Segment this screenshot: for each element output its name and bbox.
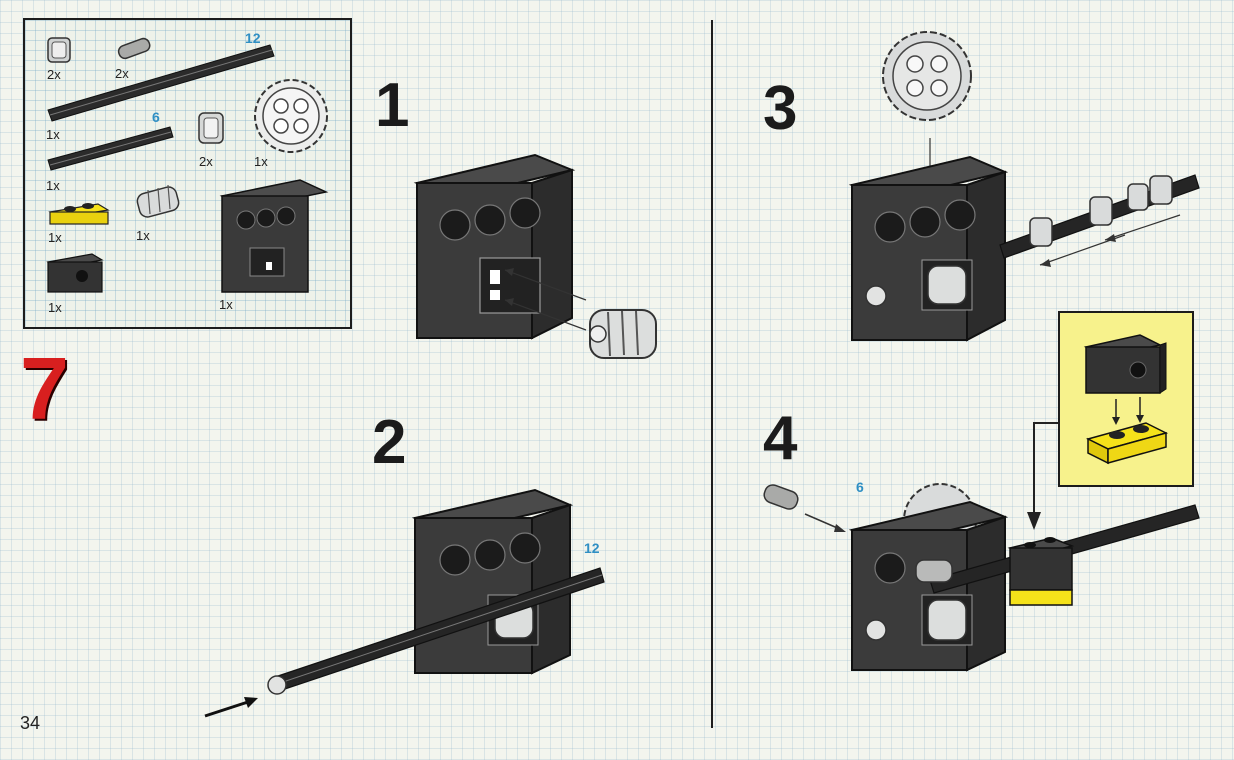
gearbox-part-icon (219, 179, 329, 293)
inset-art (1083, 334, 1169, 465)
qty-brick: 1x (48, 300, 62, 315)
step-number-1: 1 (375, 71, 410, 140)
step-number-4: 4 (763, 404, 798, 473)
column-divider (711, 20, 713, 728)
length-12-label: 12 (245, 30, 261, 46)
gear-24-icon (254, 79, 328, 153)
page-step-number: 7 (20, 339, 69, 438)
step2-illustration (204, 488, 605, 718)
qty-worm: 1x (136, 228, 150, 243)
bush-icon (47, 37, 71, 63)
length-6-label: 6 (152, 109, 160, 125)
qty-axle-6: 1x (46, 178, 60, 193)
step-number-2: 2 (372, 408, 407, 477)
step4-illustration (763, 422, 1200, 672)
qty-gearbox: 1x (219, 297, 233, 312)
step4-axle-length: 6 (856, 479, 864, 495)
qty-bush: 2x (47, 67, 61, 82)
step2-axle-length: 12 (584, 540, 600, 556)
qty-half-bush: 2x (199, 154, 213, 169)
qty-plate: 1x (48, 230, 62, 245)
worm-gear-icon (136, 184, 180, 218)
page-number: 34 (20, 713, 41, 733)
inset-technic-brick-icon (1083, 334, 1167, 394)
axle-12-icon (47, 44, 275, 122)
yellow-plate-icon (48, 203, 110, 225)
axle-6-icon (47, 126, 174, 171)
inset-yellow-plate-icon (1085, 422, 1169, 465)
step4-inset-box (1058, 311, 1194, 487)
step3-illustration (848, 31, 1200, 342)
qty-axle-12: 1x (46, 127, 60, 142)
qty-pin: 2x (115, 66, 129, 81)
half-bush-icon (198, 112, 224, 144)
pin-icon (117, 37, 151, 60)
qty-gear: 1x (254, 154, 268, 169)
technic-brick-icon (46, 253, 104, 293)
step-number-3: 3 (763, 74, 798, 143)
step1-illustration (413, 153, 657, 359)
